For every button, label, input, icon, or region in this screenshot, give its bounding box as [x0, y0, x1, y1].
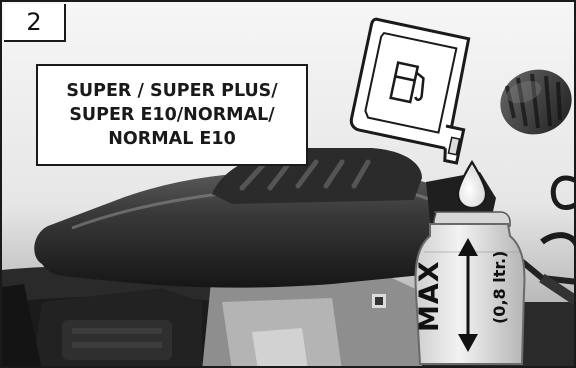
fuel-volume-label: (0,8 ltr.) [490, 251, 509, 324]
fuel-types-line-3: NORMAL E10 [108, 127, 236, 151]
fuel-types-line-1: SUPER / SUPER PLUS/ [66, 79, 277, 103]
fuel-types-box: SUPER / SUPER PLUS/ SUPER E10/NORMAL/ NO… [36, 64, 308, 166]
step-number: 2 [4, 4, 64, 40]
fuel-types-line-2: SUPER E10/NORMAL/ [69, 103, 274, 127]
max-level-label: MAX [414, 260, 445, 332]
step-number-box: 2 [4, 4, 66, 42]
